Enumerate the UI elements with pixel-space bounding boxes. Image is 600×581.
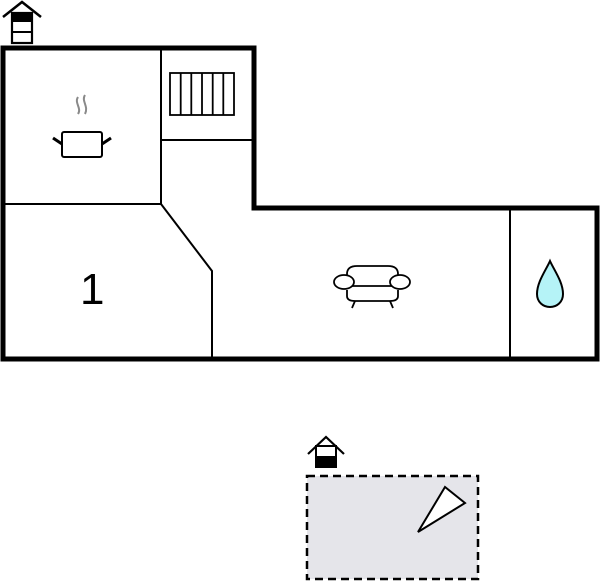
terrace-entrance-icon <box>307 435 345 468</box>
cooking-pot-icon <box>52 94 112 158</box>
outdoor-terrace-area <box>305 474 480 581</box>
sun-lounger-icon <box>417 485 467 533</box>
water-drop-icon <box>535 258 565 309</box>
house-entrance-icon <box>2 0 42 45</box>
interior-walls <box>3 48 511 359</box>
sofa-icon <box>333 265 411 309</box>
radiator-icon <box>169 72 235 116</box>
bedroom-number-label: 1 <box>80 265 104 314</box>
exterior-wall <box>0 45 600 362</box>
